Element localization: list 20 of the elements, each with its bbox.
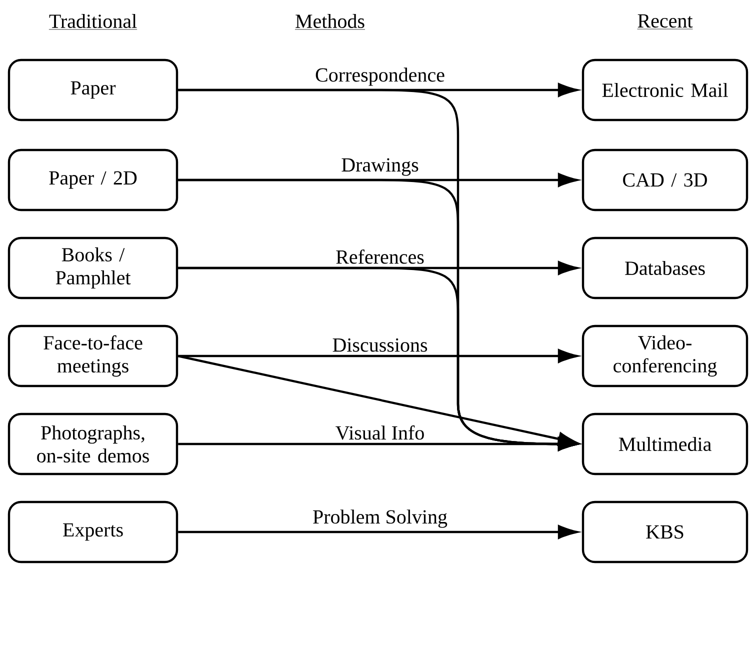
rounded-box: Electronic Mail [582,58,748,122]
rounded-box: Face-to-face meetings [8,324,178,388]
rounded-box: Video- conferencing [582,324,748,388]
rounded-box: Experts [8,500,178,564]
rounded-box: Databases [582,236,748,300]
edge-label: References [336,250,424,264]
edge-label: Problem Solving [313,510,448,528]
edge-label: Drawings [342,158,418,176]
rounded-box: Multimedia [582,412,748,476]
column-heading: Methods [294,14,366,30]
edge-label: Discussions [332,338,428,352]
column-heading: Recent [637,14,693,30]
rounded-box: Paper [8,58,178,122]
rounded-box: KBS [582,500,748,564]
rounded-box: Books / Pamphlet [8,236,178,300]
rounded-box: Paper / 2D [8,148,178,212]
column-heading: Traditional [48,14,138,30]
rounded-box: CAD / 3D [582,148,748,212]
rounded-box: Photographs, on-site demos [8,412,178,476]
edge-label: Correspondence [316,68,444,86]
